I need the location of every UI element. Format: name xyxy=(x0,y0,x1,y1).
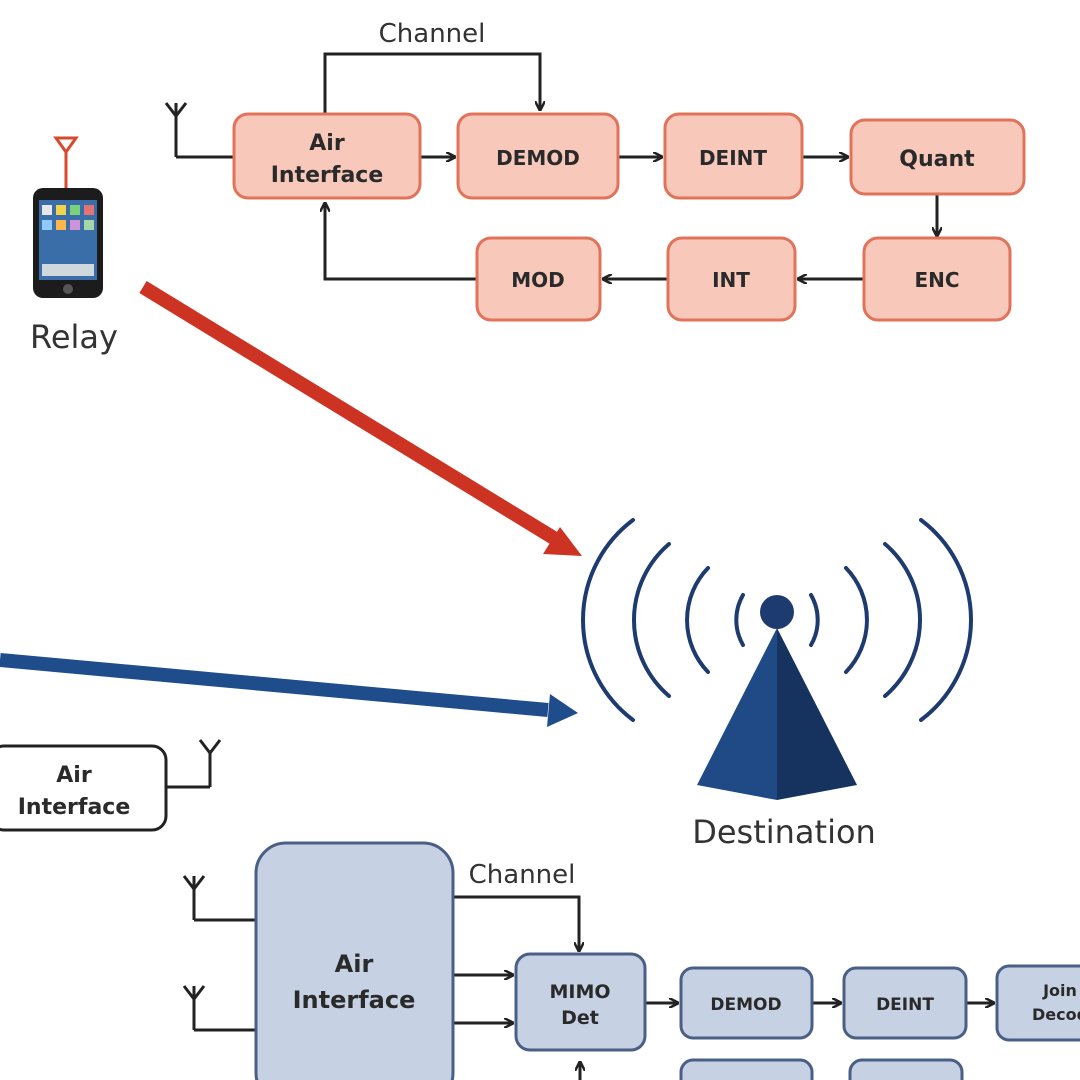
relay-block-int: INT xyxy=(666,236,797,322)
relay-antenna-icon xyxy=(164,102,236,159)
relay-label: Relay xyxy=(30,318,118,356)
destination-block-deint: DEINT xyxy=(842,966,968,1040)
destination-channel-connector xyxy=(453,895,579,950)
source-block-air-interface: Air Interface xyxy=(0,744,168,832)
svg-text:Air: Air xyxy=(335,950,374,978)
svg-text:Det: Det xyxy=(561,1007,599,1029)
destination-label: Destination xyxy=(692,813,876,851)
source-antenna-icon xyxy=(166,739,222,789)
svg-text:Join: Join xyxy=(1042,981,1077,1000)
relay-block-mod: MOD xyxy=(475,236,602,322)
svg-text:DEINT: DEINT xyxy=(699,146,767,170)
destination-tower-icon xyxy=(581,518,973,800)
relay-to-destination-arrow xyxy=(139,281,582,556)
svg-text:Interface: Interface xyxy=(271,163,384,188)
svg-text:Air: Air xyxy=(56,763,92,788)
destination-lower-blocks xyxy=(679,1058,964,1080)
svg-text:Quant: Quant xyxy=(899,147,975,172)
destination-channel-label: Channel xyxy=(469,860,576,890)
destination-block-demod: DEMOD xyxy=(679,966,814,1040)
connector-mod-air xyxy=(325,204,477,281)
svg-text:DEINT: DEINT xyxy=(876,995,934,1015)
svg-text:DEMOD: DEMOD xyxy=(710,995,781,1015)
svg-text:MOD: MOD xyxy=(511,268,565,292)
destination-block-joint-decoder: Join Decod xyxy=(995,964,1080,1042)
relay-block-demod: DEMOD xyxy=(456,112,620,200)
destination-block-mimo-det: MIMO Det xyxy=(514,952,647,1052)
svg-text:DEMOD: DEMOD xyxy=(496,146,580,170)
relay-block-air-interface: Air Interface xyxy=(232,112,422,200)
svg-text:Interface: Interface xyxy=(18,795,131,820)
svg-text:MIMO: MIMO xyxy=(549,981,610,1003)
relay-channel-label: Channel xyxy=(379,19,486,49)
relay-phone xyxy=(33,136,103,298)
relay-block-enc: ENC xyxy=(862,236,1012,322)
svg-text:ENC: ENC xyxy=(914,268,959,292)
source-to-destination-arrow xyxy=(0,653,578,727)
destination-antennas-icon xyxy=(182,875,258,1032)
relay-block-quant: Quant xyxy=(849,118,1026,196)
svg-text:Air: Air xyxy=(309,131,345,156)
relay-block-deint: DEINT xyxy=(663,112,804,200)
svg-text:INT: INT xyxy=(712,268,750,292)
destination-block-air-interface: Air Interface xyxy=(254,841,455,1080)
relay-channel-connector xyxy=(323,52,540,114)
svg-text:Interface: Interface xyxy=(293,986,416,1014)
svg-text:Decod: Decod xyxy=(1032,1005,1080,1024)
